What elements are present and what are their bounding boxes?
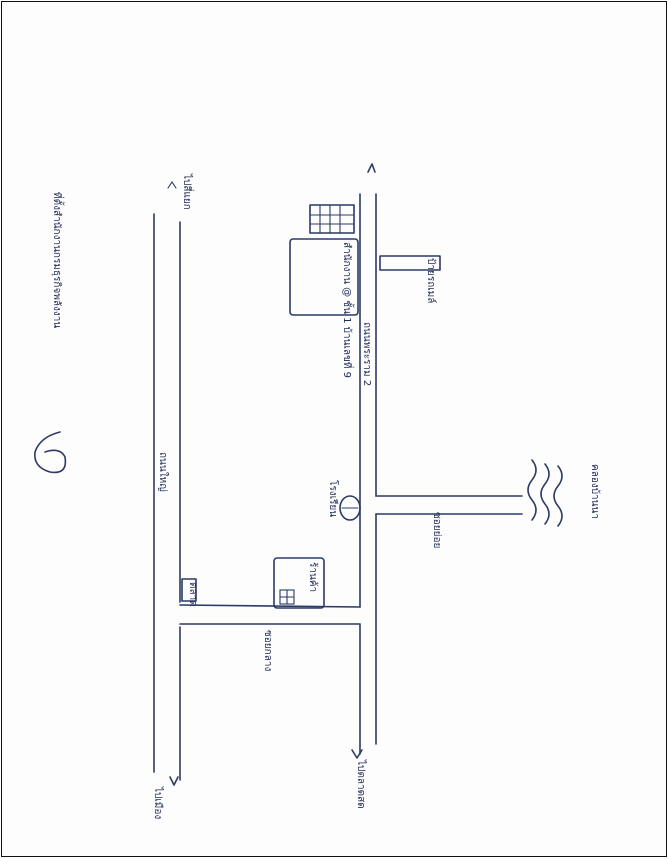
arrow-down-right-icon — [351, 749, 363, 759]
soi-middle-label: ซอยกลาง — [262, 630, 273, 672]
sign-post-box — [379, 255, 441, 271]
soi-branch-label: ซอยย่อย — [431, 512, 442, 549]
shop-box — [273, 557, 325, 609]
canal-wave-3 — [553, 465, 563, 527]
market-box — [181, 578, 197, 602]
sign-label: ป้ายรถเมล์ — [425, 258, 436, 304]
shop-label: ร้านค้า — [307, 562, 318, 593]
title-note: ที่ตั้งสำนักงานกรมธุรกิจพลังงาน — [51, 192, 62, 329]
canal-wave-1 — [527, 459, 537, 521]
to-market-label: ไปตลาดสด — [355, 760, 366, 809]
to-top-label: ไปสี่แยก — [181, 174, 192, 210]
grid-building-top — [309, 204, 355, 234]
to-city-label: ไปเมือง — [152, 787, 163, 820]
right-road-label: ถนนพระราม 2 — [361, 322, 372, 387]
canal-label: คลองบ้านนา — [589, 464, 600, 519]
office-note-label: สำนักงาน @ ชั้น 1 บ้านเลขที่ 9 — [341, 242, 352, 378]
canal-wave-2 — [540, 463, 550, 525]
north-arrow-icon — [367, 163, 376, 173]
signature-mark — [33, 431, 67, 474]
office-note-box — [289, 238, 359, 316]
school-icon — [339, 495, 361, 521]
arrow-down-left-icon — [169, 776, 179, 786]
school-label: โรงเรียน — [327, 480, 338, 518]
main-road-label: ถนนใหญ่ — [157, 452, 168, 492]
arrow-up-left-icon — [167, 181, 177, 189]
market-label: ตลาด — [187, 582, 198, 607]
soi-upper-edge — [179, 604, 361, 608]
